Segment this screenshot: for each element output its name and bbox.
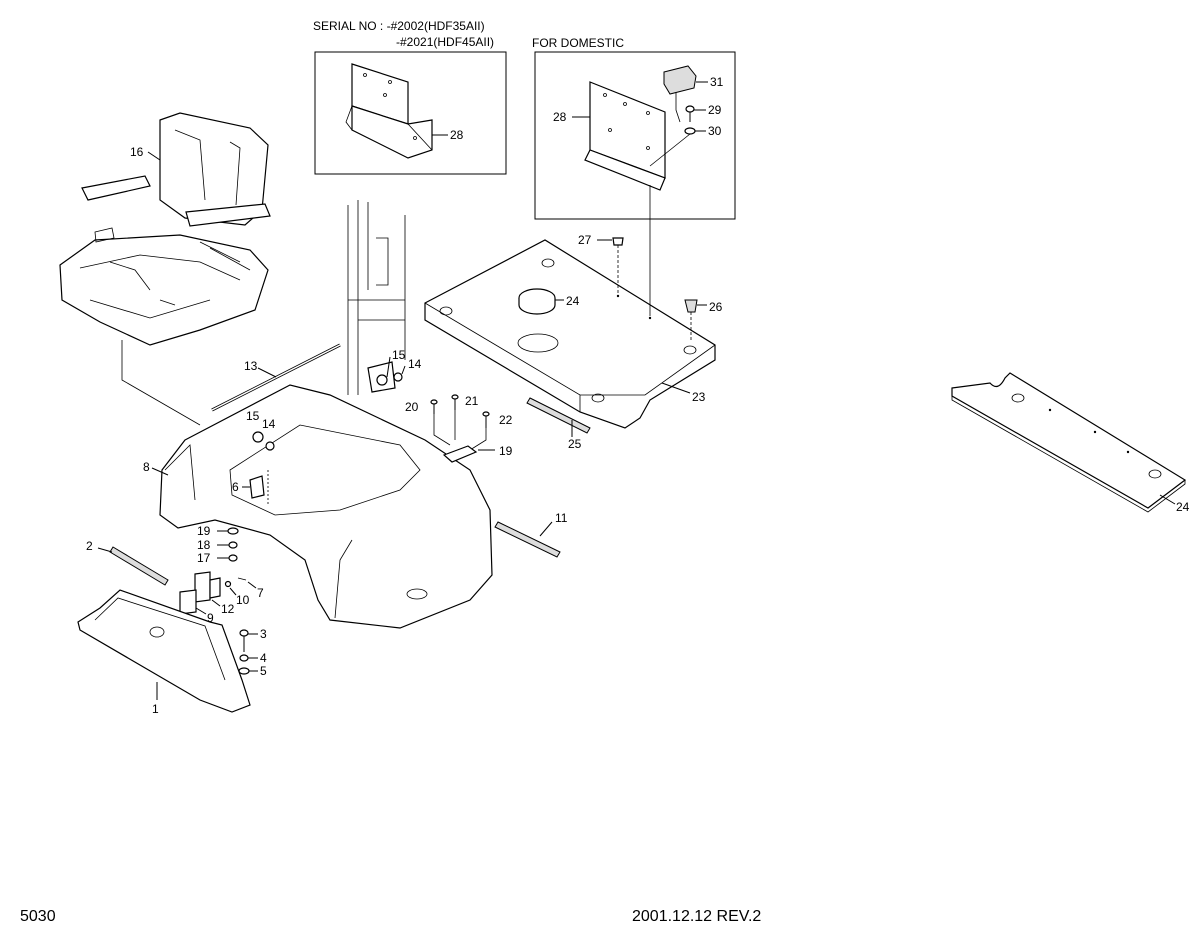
label-14-lower: 14 <box>262 417 276 431</box>
washer-18 <box>228 541 238 549</box>
domestic-inset-frame <box>534 51 736 220</box>
part-6 <box>249 470 269 505</box>
nut-15-upper <box>376 374 388 386</box>
knob-26 <box>684 299 698 340</box>
label-1: 1 <box>152 702 159 716</box>
floor-plate-23 <box>424 239 716 429</box>
nut-14-lower <box>265 441 275 451</box>
label-30: 30 <box>708 124 722 138</box>
rail-25 <box>526 397 591 434</box>
label-4: 4 <box>260 651 267 665</box>
label-23: 23 <box>692 390 706 404</box>
rail-11 <box>494 521 561 558</box>
label-10: 10 <box>236 593 250 607</box>
nut-14-upper <box>393 372 403 382</box>
nut-17 <box>228 554 238 562</box>
switch-31 <box>663 65 697 123</box>
label-12: 12 <box>221 602 235 616</box>
screw-21 <box>451 394 459 410</box>
label-2: 2 <box>86 539 93 553</box>
serial-line-1: SERIAL NO : -#2002(HDF35AII) <box>313 19 485 33</box>
label-16: 16 <box>130 145 144 159</box>
bolt-3 <box>239 629 249 652</box>
washer-19-lower <box>227 527 239 535</box>
label-19-lower: 19 <box>197 524 211 538</box>
screw-22 <box>482 411 490 428</box>
screw-7 <box>237 577 247 581</box>
revision-date: 2001.12.12 REV.2 <box>632 908 762 925</box>
label-15-upper: 15 <box>392 348 406 362</box>
bracket-28-serial <box>345 63 433 159</box>
serial-inset-frame <box>314 51 507 175</box>
washer-4 <box>239 654 249 662</box>
guide-line-seat <box>121 340 201 426</box>
domestic-inset: FOR DOMESTIC 28 31 29 30 <box>532 36 736 220</box>
label-20: 20 <box>405 400 419 414</box>
label-24-mat: 24 <box>1176 500 1190 514</box>
label-9: 9 <box>207 611 214 625</box>
bolt-29 <box>685 105 695 122</box>
label-19-upper: 19 <box>499 444 513 458</box>
washer-30 <box>684 127 696 135</box>
bolt-27 <box>612 237 624 294</box>
label-18: 18 <box>197 538 211 552</box>
label-28-serial: 28 <box>450 128 464 142</box>
floor-mat-24 <box>951 372 1187 513</box>
bracket-28-domestic <box>584 81 666 191</box>
label-15-lower: 15 <box>246 409 260 423</box>
label-25: 25 <box>568 437 582 451</box>
bracket-9 <box>179 589 197 615</box>
washer-5 <box>238 667 250 675</box>
plate-19 <box>442 445 478 463</box>
cap-24-upper <box>518 288 556 315</box>
gas-spring-13 <box>211 343 341 412</box>
label-22: 22 <box>499 413 513 427</box>
label-11: 11 <box>555 511 568 525</box>
label-17: 17 <box>197 551 211 565</box>
label-29: 29 <box>708 103 722 117</box>
label-5: 5 <box>260 664 267 678</box>
label-28-domestic: 28 <box>553 110 567 124</box>
label-24-upper: 24 <box>566 294 580 308</box>
screw-20 <box>430 399 438 414</box>
label-3: 3 <box>260 627 267 641</box>
label-7: 7 <box>257 586 264 600</box>
bracket-12 <box>194 571 221 603</box>
label-8: 8 <box>143 460 150 474</box>
label-6: 6 <box>232 480 239 494</box>
nut-15-lower <box>252 431 264 443</box>
seat-16 <box>59 112 271 346</box>
cover-8 <box>159 384 493 629</box>
serial-inset: SERIAL NO : -#2002(HDF35AII) -#2021(HDF4… <box>313 19 507 175</box>
washer-10 <box>224 580 232 588</box>
page-number: 5030 <box>20 908 56 925</box>
label-27: 27 <box>578 233 592 247</box>
label-13: 13 <box>244 359 258 373</box>
label-21: 21 <box>465 394 479 408</box>
label-14-upper: 14 <box>408 357 422 371</box>
label-31: 31 <box>710 75 724 89</box>
rail-2 <box>109 546 169 586</box>
domestic-title: FOR DOMESTIC <box>532 36 624 50</box>
cover-1 <box>77 589 251 713</box>
label-26: 26 <box>709 300 723 314</box>
serial-line-2: -#2021(HDF45AII) <box>396 35 494 49</box>
mast-lines <box>347 200 406 395</box>
